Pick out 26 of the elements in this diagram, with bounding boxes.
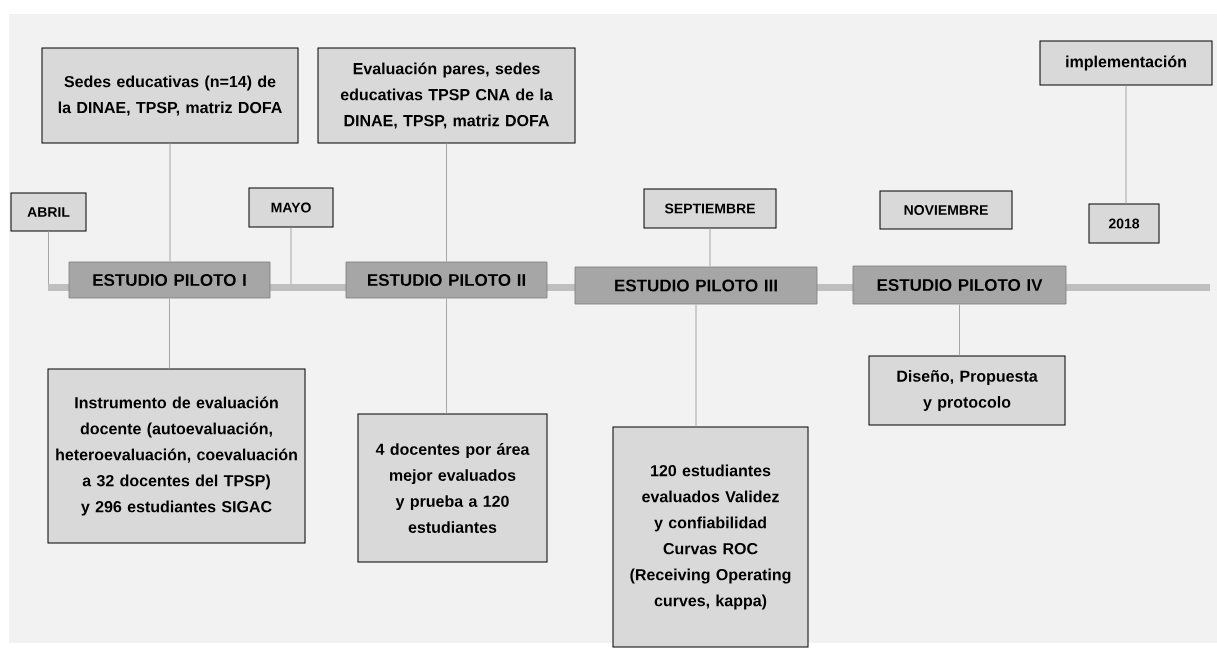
month-box: NOVIEMBRE [879,190,1013,230]
connector-line [48,231,49,285]
connector-line [709,228,711,268]
phase-box: ESTUDIO PILOTO I [68,261,271,299]
connector-line [1125,85,1127,204]
connector-line [169,143,171,263]
phase-box: ESTUDIO PILOTO III [574,266,818,305]
phase-box: ESTUDIO PILOTO II [345,261,548,299]
month-box: MAYO [248,187,334,228]
connector-line [446,297,447,414]
text-box: Sedes educativas (n=14) de la DINAE, TPSP, matriz DOFA [41,47,299,144]
month-box: SEPTIEMBRE [643,188,777,229]
text-box: implementación [1039,40,1213,86]
month-box: ABRIL [10,192,87,232]
text-box: Diseño, Propuesta y protocolo [868,355,1066,426]
text-box: Instrumento de evaluación docente (autoevaluación, heteroevaluación, coevaluación a 32 docentes del TPSP) y 296 estudiantes SIGAC [47,368,306,544]
connector-line [290,227,292,285]
text-box: 4 docentes por área mejor evaluados y prueba a 120 estudiantes [357,413,548,563]
phase-box: ESTUDIO PILOTO IV [852,265,1067,305]
connector-line [446,143,447,263]
connector-line [695,303,697,427]
month-box: 2018 [1088,203,1160,244]
text-box: Evaluación pares, sedes educativas TPSP CNA de la DINAE, TPSP, matriz DOFA [317,47,576,144]
connector-line [959,303,960,356]
connector-line [169,297,170,369]
text-box: 120 estudiantes evaluados Validez y confiabilidad Curvas ROC (Receiving Operating curves, kappa) [612,426,809,648]
